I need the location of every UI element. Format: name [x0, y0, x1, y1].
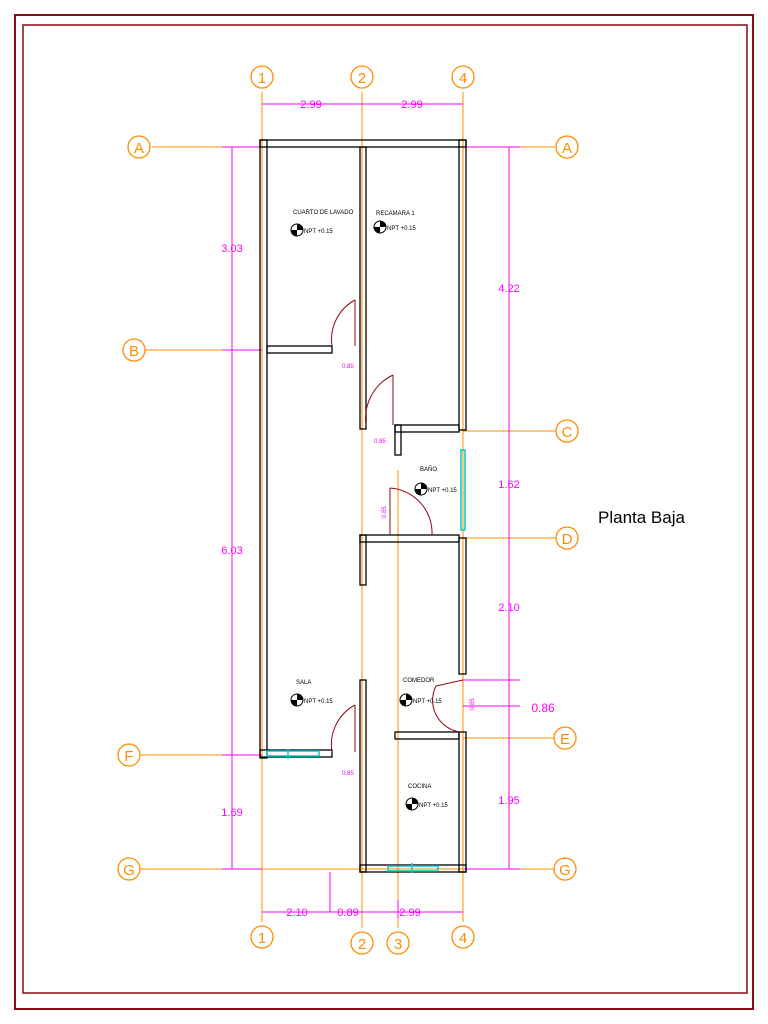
window-living — [266, 750, 320, 757]
bubble-right-D — [555, 526, 579, 550]
level-marker-icon — [405, 797, 419, 811]
dim-label: 3.03 — [221, 243, 242, 255]
room-level: NPT +0.15 — [428, 488, 457, 494]
wall-laundry — [266, 345, 333, 354]
room-name: BAÑO — [420, 466, 437, 473]
wall-stub — [359, 534, 367, 586]
wall-right-upper — [458, 139, 467, 431]
bubble-label: 2 — [358, 70, 366, 87]
dim-label: 4.22 — [498, 283, 519, 295]
door-dim: 0.85 — [374, 439, 386, 445]
window-bathroom — [460, 449, 466, 531]
bubble-right-E — [553, 726, 577, 750]
wall-center — [359, 146, 367, 430]
level-marker-icon — [290, 223, 304, 237]
windows — [266, 449, 466, 873]
dim-label: 2.10 — [286, 907, 307, 919]
door-dim: 0.85 — [342, 771, 354, 777]
wall-kitchen-top — [394, 731, 460, 740]
wall-bath-bottom — [359, 534, 460, 543]
level-marker-icon — [373, 220, 387, 234]
bubble-left-G — [117, 857, 141, 881]
plan-title: Planta Baja — [598, 508, 685, 527]
bubble-bottom-1 — [250, 925, 274, 949]
room-name: SALA — [296, 680, 311, 686]
bubble-label: 3 — [394, 936, 402, 953]
dim-label: 1.95 — [498, 795, 519, 807]
bubble-top-1 — [250, 65, 274, 89]
dim-label: 2.10 — [498, 602, 519, 614]
bubble-label: C — [562, 424, 573, 441]
bubble-right-A — [555, 135, 579, 159]
bubble-top-4 — [451, 65, 475, 89]
level-marker-icon — [290, 693, 304, 707]
bubble-top-2 — [350, 65, 374, 89]
wall-bath-left — [394, 424, 402, 456]
room-level: NPT +0.15 — [419, 803, 448, 809]
door-dim: 0.85 — [470, 698, 476, 710]
bubble-right-G — [553, 857, 577, 881]
window-kitchen — [387, 865, 439, 872]
bubble-label: D — [562, 531, 573, 548]
room-name: CUARTO DE LAVADO — [293, 210, 354, 216]
bubble-label: 1 — [258, 930, 266, 947]
outer-frame — [14, 14, 754, 1010]
wall-top — [259, 139, 467, 148]
room-level: NPT +0.15 — [304, 699, 333, 705]
level-marker-icon — [414, 482, 428, 496]
dim-label: 6.03 — [221, 545, 242, 557]
dim-label: 1.62 — [498, 479, 519, 491]
bubble-label: E — [560, 731, 570, 748]
dim-label: 0.86 — [531, 701, 555, 715]
bubble-bottom-4 — [451, 925, 475, 949]
bubble-left-A — [127, 135, 151, 159]
dim-label: 0.89 — [337, 907, 358, 919]
wall-right-mid — [458, 537, 467, 675]
bubble-left-B — [122, 338, 146, 362]
level-markers — [290, 220, 428, 811]
wall-left — [259, 139, 268, 759]
dim-label: 2.99 — [401, 99, 422, 111]
bubble-left-F — [117, 743, 141, 767]
dim-label: 1.69 — [221, 807, 242, 819]
bubble-bottom-3 — [386, 931, 410, 955]
room-level: NPT +0.15 — [413, 699, 442, 705]
grid-lines — [140, 92, 556, 928]
wall-bath-top — [394, 424, 460, 433]
room-name: RECAMARA 1 — [376, 211, 415, 217]
bubble-label: G — [123, 862, 135, 879]
bubble-label: 2 — [358, 936, 366, 953]
door-dim: 0.85 — [382, 506, 388, 518]
door-dim: 0.85 — [342, 364, 354, 370]
dim-label: 2.99 — [300, 99, 321, 111]
bubble-label: A — [134, 140, 144, 157]
walls — [259, 139, 467, 873]
bubble-bottom-2 — [350, 931, 374, 955]
room-level: NPT +0.15 — [387, 226, 416, 232]
bubble-label: A — [562, 140, 572, 157]
bubble-label: 4 — [459, 930, 467, 947]
room-name: COMEDOR — [403, 678, 435, 684]
room-name: COCINA — [408, 784, 431, 790]
bubble-right-C — [555, 419, 579, 443]
dimension-lines — [222, 103, 520, 918]
room-level: NPT +0.15 — [304, 229, 333, 235]
wall-bottom-living — [259, 749, 333, 758]
wall-kitchen-left — [359, 679, 367, 873]
dim-label: 2.99 — [399, 907, 420, 919]
bubble-label: G — [559, 862, 571, 879]
grid-bubbles — [117, 65, 579, 955]
bubble-label: F — [124, 748, 133, 765]
doors — [330, 299, 464, 753]
bubble-label: 4 — [459, 70, 467, 87]
level-marker-icon — [399, 693, 413, 707]
bubble-label: 1 — [258, 70, 266, 87]
bubble-label: B — [129, 343, 139, 360]
door-dining — [435, 679, 464, 687]
inner-frame — [22, 24, 748, 994]
